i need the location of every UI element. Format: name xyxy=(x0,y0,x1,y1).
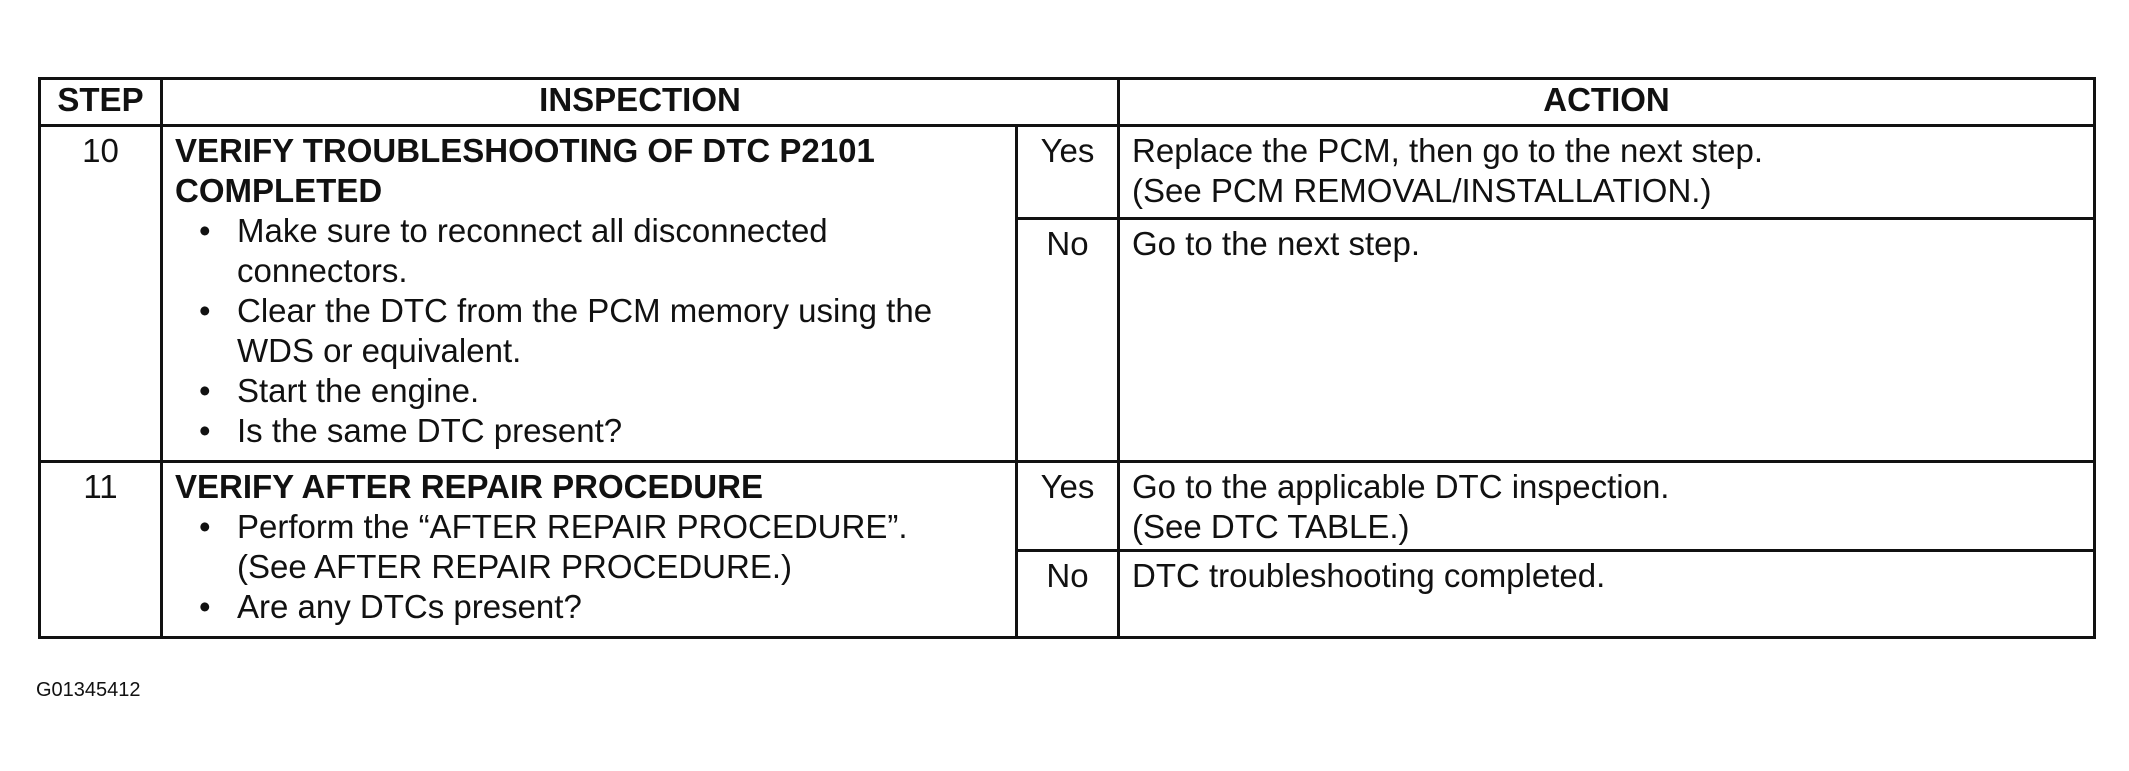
bullet-icon: • xyxy=(199,212,211,249)
step-number: 11 xyxy=(38,460,163,639)
bullet-text: Make sure to reconnect all disconnected … xyxy=(237,212,828,289)
list-item: • Are any DTCs present? xyxy=(175,587,1005,627)
yes-label: Yes xyxy=(1014,124,1121,220)
table-header-row: STEP INSPECTION ACTION xyxy=(38,77,2097,127)
bullet-icon: • xyxy=(199,372,211,409)
list-item: • Perform the “AFTER REPAIR PROCEDURE”. xyxy=(175,507,1005,547)
table-row: No DTC troubleshooting completed. xyxy=(40,549,2097,639)
figure-id: G01345412 xyxy=(36,679,141,701)
bullet-text: Is the same DTC present? xyxy=(237,412,623,449)
bullet-text: Perform the “AFTER REPAIR PROCEDURE”. xyxy=(237,508,908,545)
inspection-title: VERIFY AFTER REPAIR PROCEDURE xyxy=(175,468,763,505)
action-text: Go to the applicable DTC inspection. xyxy=(1132,468,1670,505)
header-inspection: INSPECTION xyxy=(159,77,1121,127)
bullet-icon: • xyxy=(199,508,211,545)
bullet-icon: • xyxy=(199,588,211,625)
header-action: ACTION xyxy=(1117,77,2097,127)
list-item: • Make sure to reconnect all disconnected… xyxy=(175,211,1005,291)
table-row: 10 VERIFY TROUBLESHOOTING OF DTC P2101 C… xyxy=(38,124,2097,463)
yes-action-cell: Replace the PCM, then go to the next ste… xyxy=(1117,124,2097,220)
list-item: • Clear the DTC from the PCM memory using… xyxy=(175,291,1005,371)
list-item: • Is the same DTC present? xyxy=(175,411,1005,451)
step-number: 10 xyxy=(38,124,163,463)
inspection-title: VERIFY TROUBLESHOOTING OF DTC P2101 COMP… xyxy=(175,132,875,209)
no-label: No xyxy=(1014,217,1121,463)
bullet-icon: • xyxy=(199,292,211,329)
inspection-cell: VERIFY AFTER REPAIR PROCEDURE • Perform t… xyxy=(160,460,1018,639)
inspection-bullet-list: • Perform the “AFTER REPAIR PROCEDURE”. xyxy=(175,507,1005,547)
list-item: • Start the engine. xyxy=(175,371,1005,411)
action-reference: (See DTC TABLE.) xyxy=(1132,508,1410,545)
inspection-bullet-list: • Make sure to reconnect all disconnected… xyxy=(175,211,1005,451)
bullet-text: Are any DTCs present? xyxy=(237,588,582,625)
bullet-icon: • xyxy=(199,412,211,449)
yes-action-cell: Go to the applicable DTC inspection. (Se… xyxy=(1117,460,2097,552)
yes-label: Yes xyxy=(1014,460,1121,552)
dtc-inspection-table: STEP INSPECTION ACTION 10 VERIFY TROUBLE… xyxy=(38,77,2097,639)
inspection-bullet-list: • Are any DTCs present? xyxy=(175,587,1005,627)
no-action-cell: Go to the next step. xyxy=(1117,217,2097,463)
bullet-text: Start the engine. xyxy=(237,372,480,409)
table-row: 11 VERIFY AFTER REPAIR PROCEDURE • Perfor… xyxy=(38,460,2097,639)
action-reference: (See PCM REMOVAL/INSTALLATION.) xyxy=(1132,172,1712,209)
table-row: No Go to the next step. xyxy=(40,217,2097,463)
action-text: Go to the next step. xyxy=(1132,225,1421,262)
inspection-sub-note: (See AFTER REPAIR PROCEDURE.) xyxy=(237,548,792,585)
inspection-cell: VERIFY TROUBLESHOOTING OF DTC P2101 COMP… xyxy=(160,124,1018,463)
no-label: No xyxy=(1014,549,1121,639)
no-action-cell: DTC troubleshooting completed. xyxy=(1117,549,2097,639)
action-text: DTC troubleshooting completed. xyxy=(1132,557,1606,594)
header-step: STEP xyxy=(38,77,163,127)
action-text: Replace the PCM, then go to the next ste… xyxy=(1132,132,1764,169)
bullet-text: Clear the DTC from the PCM memory using … xyxy=(237,292,933,369)
